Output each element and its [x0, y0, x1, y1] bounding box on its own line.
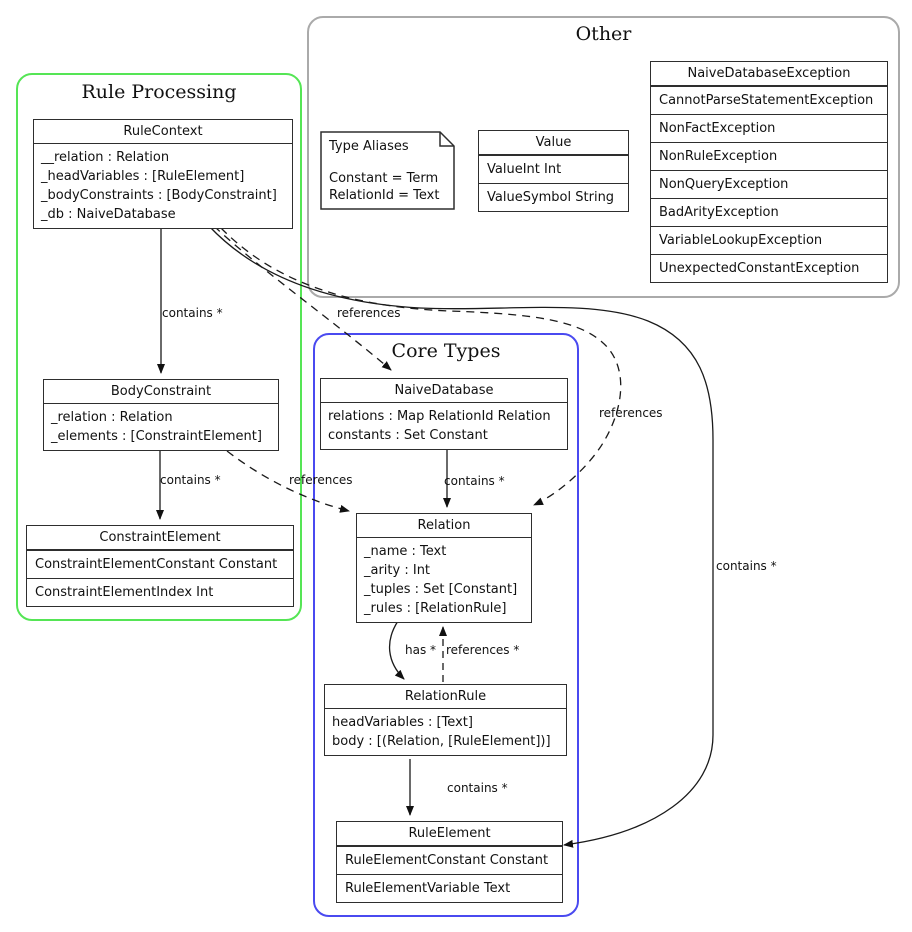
- class-value: Value ValueInt Int ValueSymbol String: [478, 130, 629, 212]
- class-field: constants : Set Constant: [328, 428, 488, 443]
- edge-label-contains-rulecontext-bodyconstraint: contains *: [162, 306, 223, 320]
- note-type-aliases: Type Aliases Constant = Term RelationId …: [320, 131, 456, 211]
- class-field: _bodyConstraints : [BodyConstraint]: [41, 188, 277, 203]
- note-line: RelationId = Text: [329, 188, 440, 203]
- edge-rulecontext-ruleelement-contains: [208, 225, 714, 848]
- class-relationrule: RelationRule headVariables : [Text] body…: [324, 684, 567, 756]
- note-shape: [320, 131, 455, 210]
- class-naivedatabaseexception: NaiveDatabaseException CannotParseStatem…: [650, 61, 888, 283]
- class-variant: NonQueryException: [651, 170, 887, 198]
- class-variant: ValueSymbol String: [479, 183, 628, 211]
- class-field: _headVariables : [RuleElement]: [41, 169, 245, 184]
- class-constraintelement: ConstraintElement ConstraintElementConst…: [26, 525, 294, 607]
- class-rulecontext: RuleContext __relation : Relation _headV…: [33, 119, 293, 229]
- class-header-naivedatabaseexception: NaiveDatabaseException: [651, 62, 887, 86]
- class-variant: NonRuleException: [651, 142, 887, 170]
- class-header-bodyconstraint: BodyConstraint: [44, 380, 278, 404]
- edge-label-references-rulecontext-naivedatabase: references: [337, 306, 401, 320]
- class-header-ruleelement: RuleElement: [337, 822, 562, 846]
- class-variant: RuleElementConstant Constant: [337, 846, 562, 874]
- note-title: Type Aliases: [329, 139, 409, 154]
- class-variant: RuleElementVariable Text: [337, 874, 562, 902]
- class-variant: CannotParseStatementException: [651, 86, 887, 114]
- class-field: _tuples : Set [Constant]: [364, 582, 518, 597]
- group-title-core-types: Core Types: [391, 340, 501, 362]
- class-variant: NonFactException: [651, 114, 887, 142]
- class-header-naivedatabase: NaiveDatabase: [321, 379, 567, 403]
- class-field: body : [(Relation, [RuleElement])]: [332, 734, 551, 749]
- edge-label-contains-relationrule-ruleelement: contains *: [447, 781, 508, 795]
- edge-bodyconstraint-relation-references: [226, 450, 350, 513]
- note-line: Constant = Term: [329, 171, 439, 186]
- group-title-rule-processing: Rule Processing: [81, 81, 237, 103]
- edge-label-has-relation-relationrule: has *: [405, 643, 437, 657]
- group-title-other: Other: [575, 23, 632, 45]
- class-bodyconstraint: BodyConstraint _relation : Relation _ele…: [43, 379, 279, 451]
- edge-label-references-bodyconstraint-relation: references: [289, 473, 353, 487]
- class-variant: BadArityException: [651, 198, 887, 226]
- class-field: _name : Text: [364, 544, 447, 559]
- class-field: _arity : Int: [364, 563, 431, 578]
- edge-rulecontext-naivedatabase-references: [213, 225, 392, 371]
- edge-label-contains-naivedatabase-relation: contains *: [444, 474, 505, 488]
- group-other: Other: [307, 16, 900, 298]
- class-relation: Relation _name : Text _arity : Int _tupl…: [356, 513, 532, 623]
- class-field: _relation : Relation: [51, 410, 173, 425]
- class-header-rulecontext: RuleContext: [34, 120, 292, 144]
- class-ruleelement: RuleElement RuleElementConstant Constant…: [336, 821, 563, 903]
- edge-label-contains-bodyconstraint-constraintelement: contains *: [160, 473, 221, 487]
- class-naivedatabase: NaiveDatabase relations : Map RelationId…: [320, 378, 568, 450]
- edge-relation-relationrule-has: [388, 620, 405, 680]
- class-header-constraintelement: ConstraintElement: [27, 526, 293, 550]
- edge-rulecontext-relation-references: [220, 227, 622, 506]
- class-header-value: Value: [479, 131, 628, 155]
- class-variant: UnexpectedConstantException: [651, 254, 887, 282]
- class-variant: ValueInt Int: [479, 155, 628, 183]
- edge-label-contains-rulecontext-ruleelement: contains *: [716, 559, 777, 573]
- class-field: relations : Map RelationId Relation: [328, 409, 551, 424]
- class-field: headVariables : [Text]: [332, 715, 473, 730]
- class-header-relation: Relation: [357, 514, 531, 538]
- edge-label-references-rulecontext-relation: references: [599, 406, 663, 420]
- class-field: _db : NaiveDatabase: [41, 207, 176, 222]
- edge-label-references-relationrule-relation: references *: [446, 643, 520, 657]
- class-field: _rules : [RelationRule]: [364, 601, 507, 616]
- class-variant: VariableLookupException: [651, 226, 887, 254]
- group-core-types: Core Types: [313, 333, 579, 917]
- group-rule-processing: Rule Processing: [16, 73, 302, 621]
- class-field: __relation : Relation: [41, 150, 170, 165]
- class-variant: ConstraintElementIndex Int: [27, 578, 293, 606]
- class-variant: ConstraintElementConstant Constant: [27, 550, 293, 578]
- class-header-relationrule: RelationRule: [325, 685, 566, 709]
- class-field: _elements : [ConstraintElement]: [51, 429, 262, 444]
